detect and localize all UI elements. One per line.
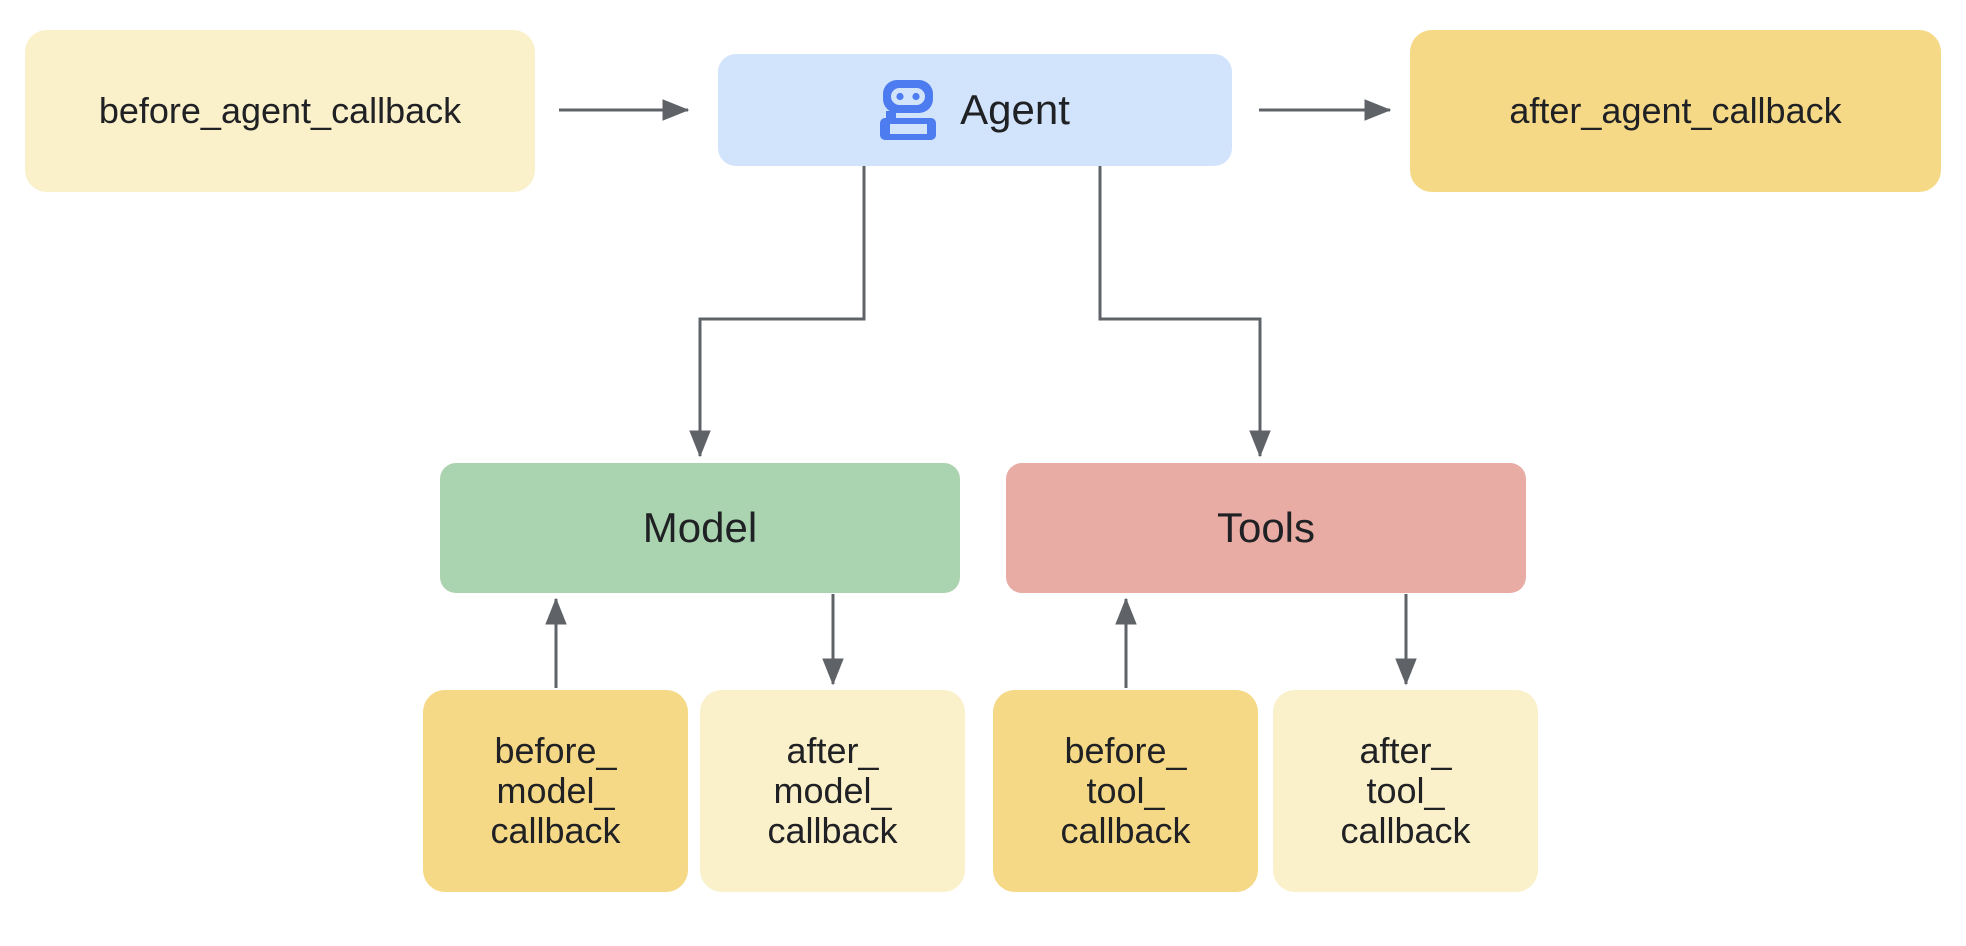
edge-agent-to-model — [689, 166, 866, 458]
after-model-callback-label: after_ model_ callback — [767, 730, 898, 851]
robot-icon — [880, 80, 937, 140]
node-agent: Agent — [718, 54, 1232, 166]
node-before-agent-callback: before_agent_callback — [25, 30, 535, 192]
node-after-model-callback: after_ model_ callback — [700, 690, 965, 892]
edge-agent-to-tools — [1098, 166, 1271, 458]
tools-label: Tools — [1216, 504, 1316, 551]
node-before-tool-callback: before_ tool_ callback — [993, 690, 1258, 892]
model-label: Model — [642, 504, 758, 551]
node-after-tool-callback: after_ tool_ callback — [1273, 690, 1538, 892]
node-after-agent-callback: after_agent_callback — [1410, 30, 1941, 192]
before-agent-callback-label: before_agent_callback — [98, 90, 462, 131]
after-tool-callback-label: after_ tool_ callback — [1340, 730, 1471, 851]
before-model-callback-label: before_ model_ callback — [490, 730, 621, 851]
node-before-model-callback: before_ model_ callback — [423, 690, 688, 892]
before-tool-callback-label: before_ tool_ callback — [1060, 730, 1191, 851]
agent-label: Agent — [960, 86, 1070, 133]
after-agent-callback-label: after_agent_callback — [1509, 90, 1842, 131]
node-model: Model — [440, 463, 960, 593]
node-tools: Tools — [1006, 463, 1526, 593]
